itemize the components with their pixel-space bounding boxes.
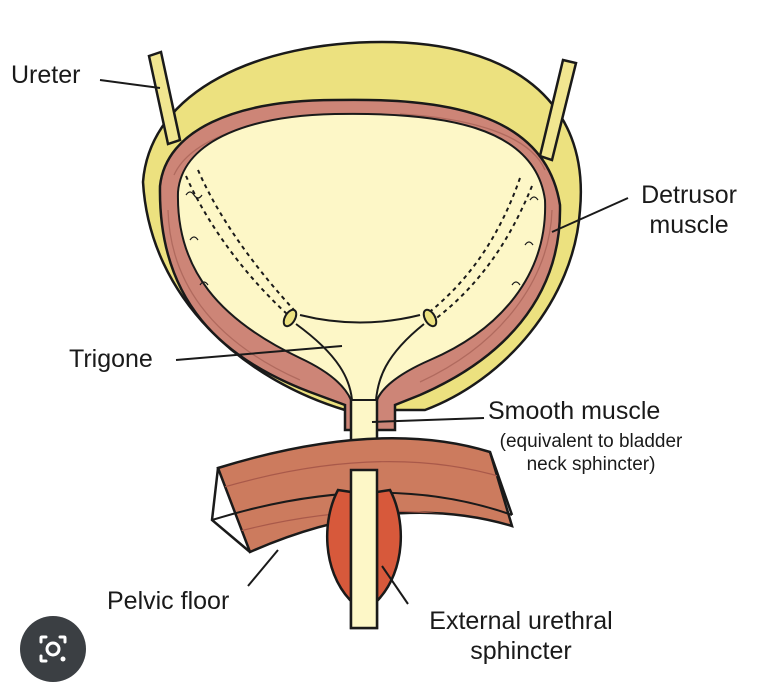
urethra-lower — [349, 468, 379, 630]
smooth-note-line1: (equivalent to bladder — [499, 431, 683, 452]
smooth-muscle-note: (equivalent to bladder neck sphincter) — [480, 430, 702, 476]
left-ureter — [147, 50, 182, 146]
detrusor-label-line1: Detrusor — [641, 181, 737, 209]
bladder-lumen — [176, 112, 547, 401]
right-ureter — [538, 58, 578, 162]
pelvic-floor-label: Pelvic floor — [107, 587, 230, 615]
detrusor-texture — [167, 113, 553, 383]
external-sphincter-label: External urethral sphincter — [410, 606, 632, 666]
smooth-note-line2: neck sphincter) — [526, 454, 656, 475]
detrusor-muscle-label: Detrusor muscle — [628, 180, 750, 240]
leader-lines — [99, 79, 629, 605]
external-sphincter-leader — [381, 565, 409, 605]
google-lens-button[interactable] — [20, 616, 86, 682]
ureter-label: Ureter — [11, 61, 81, 89]
smooth-muscle-leader — [371, 417, 485, 423]
external-label-line2: sphincter — [470, 637, 572, 665]
google-lens-icon — [39, 635, 67, 663]
right-ureteric-orifice — [422, 308, 438, 328]
pelvic-floor-leader — [247, 549, 279, 587]
external-label-line1: External urethral — [429, 607, 613, 635]
trigone-leader — [175, 345, 343, 361]
smooth-muscle-label: Smooth muscle — [488, 397, 661, 425]
detrusor-label-line2: muscle — [649, 211, 729, 239]
ureter-dashed-paths — [185, 169, 533, 321]
left-ureteric-orifice — [282, 308, 298, 328]
lumen-inner-edge — [185, 191, 539, 286]
trigone-outline — [295, 314, 425, 401]
trigone-label: Trigone — [69, 345, 153, 373]
ureter-leader — [99, 79, 161, 89]
detrusor-leader — [551, 197, 629, 233]
